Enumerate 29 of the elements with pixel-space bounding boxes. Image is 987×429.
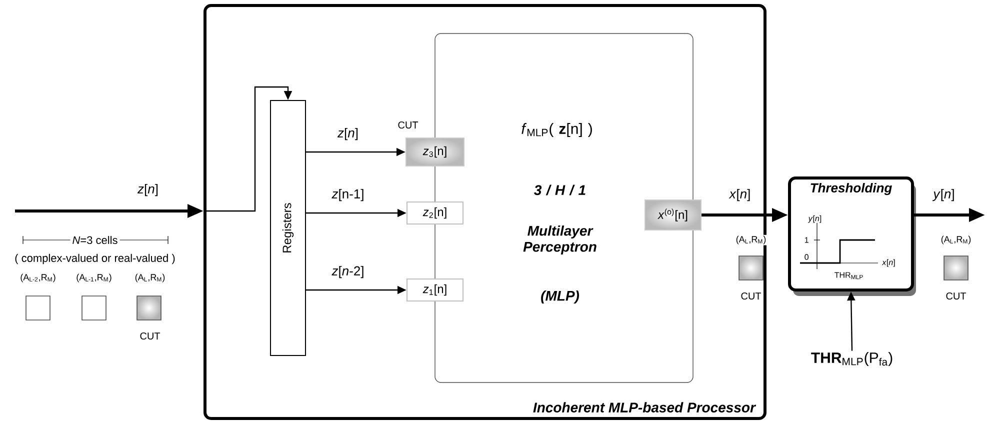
edge-label: y[n] (932, 188, 956, 202)
cut-label: CUT (138, 331, 162, 341)
architecture-label: 3 / H / 1 (534, 184, 586, 196)
mlp-label: Multilayer Perceptron (523, 225, 596, 255)
edge-label: x[n] (728, 188, 752, 202)
arrow (204, 86, 292, 212)
threshold-label: THR$_{MLP}$(P$_{fa}$) (811, 352, 892, 366)
cell-label: (A$_{L}$,R$_{M}$) (134, 272, 166, 284)
input-cell: x$^{(o)}$[n] (644, 200, 702, 230)
input-cell: z$_{1}$[n] (406, 278, 464, 302)
edge-label: z[n-2] (330, 264, 366, 280)
register-box: Registers (270, 100, 306, 356)
cut-label: CUT (944, 291, 968, 301)
cut-label: CUT (740, 291, 762, 301)
cell-label: (A$_{L}$,R$_{M}$) (940, 234, 972, 246)
note-label: ( complex-valued or real-valued ) (14, 252, 176, 266)
cut-label: CUT (398, 121, 418, 129)
edge-label: z[n] (136, 182, 160, 198)
cell-label: (A$_{L-2}$,R$_{M}$) (19, 272, 57, 284)
processor-title: Incoherent MLP-based Processor (533, 402, 756, 412)
input-cell: z$_{2}$[n] (406, 202, 464, 224)
cell-label: (A$_{L}$,R$_{M}$) (734, 234, 768, 246)
function-label: f$_{MLP}$( z[n] ) (522, 123, 592, 137)
cell-label: (A$_{L-1}$,R$_{M}$) (75, 272, 113, 284)
dimension-label: N=3 cells (70, 234, 120, 246)
edge-label: z[n-1] (330, 188, 366, 202)
mlp-label: (MLP) (541, 290, 580, 304)
edge-label: z[n] (336, 126, 360, 142)
input-cell: z$_{3}$[n] (406, 138, 464, 166)
